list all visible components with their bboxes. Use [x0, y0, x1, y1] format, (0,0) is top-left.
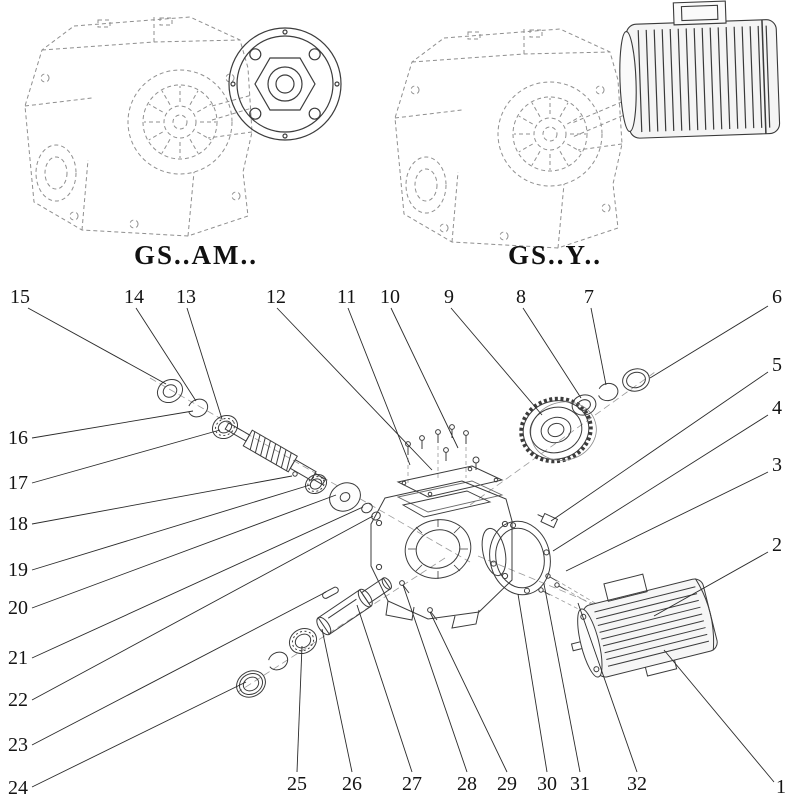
gear-housing	[370, 480, 513, 629]
part-number-32: 32	[627, 773, 647, 795]
gear-washer	[571, 394, 597, 416]
leader-line-20	[31, 494, 337, 609]
output-circlip	[267, 651, 289, 671]
leader-line-13	[186, 307, 223, 420]
part-number-13: 13	[176, 286, 196, 308]
leader-line-29	[429, 611, 508, 773]
output-oil-seal	[236, 670, 266, 698]
part-number-28: 28	[457, 773, 477, 795]
leader-line-25	[296, 645, 303, 773]
dowel-pin	[292, 471, 298, 477]
leader-line-28	[402, 584, 468, 773]
leader-line-8	[522, 307, 582, 399]
part-number-2: 2	[772, 534, 782, 556]
worm-shaft	[224, 422, 327, 486]
worm-bearing	[304, 473, 328, 495]
output-shaft	[316, 577, 392, 636]
variant-label-gs-am: GS..AM..	[134, 240, 258, 270]
motor-y-drawing	[573, 0, 781, 139]
exploded-view	[149, 368, 718, 698]
leader-line-32	[577, 602, 638, 773]
part-number-4: 4	[772, 397, 782, 419]
leader-line-23	[31, 591, 327, 746]
worm-wheel-gear	[519, 396, 597, 464]
part-number-30: 30	[537, 773, 557, 795]
leader-line-27	[356, 604, 413, 773]
part-number-10: 10	[380, 286, 400, 308]
breather-plug	[472, 456, 480, 470]
part-number-20: 20	[8, 597, 28, 619]
leader-line-21	[31, 506, 364, 659]
part-number-8: 8	[516, 286, 526, 308]
part-number-9: 9	[444, 286, 454, 308]
leader-line-26	[321, 628, 353, 773]
small-rings	[361, 502, 381, 521]
leader-line-12	[276, 307, 433, 471]
shaft-key	[322, 586, 339, 599]
part-number-22: 22	[8, 689, 28, 711]
part-number-18: 18	[8, 513, 28, 535]
side-plug	[537, 512, 559, 529]
leader-line-18	[31, 475, 293, 525]
leader-line-9	[450, 307, 543, 416]
part-number-1: 1	[776, 776, 786, 798]
leader-line-10	[390, 307, 459, 449]
part-number-6: 6	[772, 286, 782, 308]
gearbox-am-outline	[24, 16, 253, 237]
leader-line-6	[649, 305, 769, 379]
leader-line-24	[31, 681, 247, 788]
inspection-cover	[396, 465, 504, 498]
input-oil-seal	[156, 378, 184, 404]
leader-line-15	[27, 307, 167, 385]
leader-line-4	[552, 414, 769, 552]
part-number-26: 26	[342, 773, 362, 795]
flange-drawing	[211, 27, 342, 141]
leader-line-2	[653, 551, 769, 617]
gear-ring	[622, 368, 650, 392]
cover-gasket	[396, 480, 504, 513]
leader-line-22	[31, 515, 374, 701]
part-number-16: 16	[8, 427, 28, 449]
motor-exploded	[570, 573, 718, 678]
motor-flange-ring	[489, 520, 551, 596]
leader-line-19	[31, 484, 311, 571]
leader-line-30	[517, 593, 548, 773]
cover-screws	[405, 424, 469, 486]
leader-lines	[27, 305, 775, 788]
part-number-12: 12	[266, 286, 286, 308]
part-number-15: 15	[10, 286, 30, 308]
part-number-27: 27	[402, 773, 422, 795]
leader-line-5	[550, 371, 769, 522]
part-number-17: 17	[8, 472, 28, 494]
leader-line-7	[590, 307, 607, 386]
leader-line-16	[31, 410, 194, 439]
part-number-23: 23	[8, 734, 28, 756]
output-bearing	[288, 627, 318, 655]
part-number-31: 31	[570, 773, 590, 795]
variant-label-gs-y: GS..Y..	[507, 240, 603, 270]
shim-washer	[329, 482, 361, 512]
input-bearing	[211, 414, 239, 440]
part-number-19: 19	[8, 559, 28, 581]
gearbox-y-outline	[394, 28, 623, 249]
input-circlip	[187, 398, 209, 418]
part-number-25: 25	[287, 773, 307, 795]
leader-line-14	[135, 307, 197, 402]
part-number-24: 24	[8, 777, 28, 799]
part-number-21: 21	[8, 647, 28, 669]
part-number-3: 3	[772, 454, 782, 476]
part-number-29: 29	[497, 773, 517, 795]
leader-line-3	[565, 471, 769, 572]
leader-line-1	[663, 649, 775, 783]
part-number-7: 7	[584, 286, 594, 308]
leader-line-17	[31, 429, 221, 484]
part-number-5: 5	[772, 354, 782, 376]
part-number-11: 11	[337, 286, 356, 308]
leader-line-31	[543, 583, 581, 773]
leader-line-11	[347, 307, 411, 466]
part-number-14: 14	[124, 286, 144, 308]
